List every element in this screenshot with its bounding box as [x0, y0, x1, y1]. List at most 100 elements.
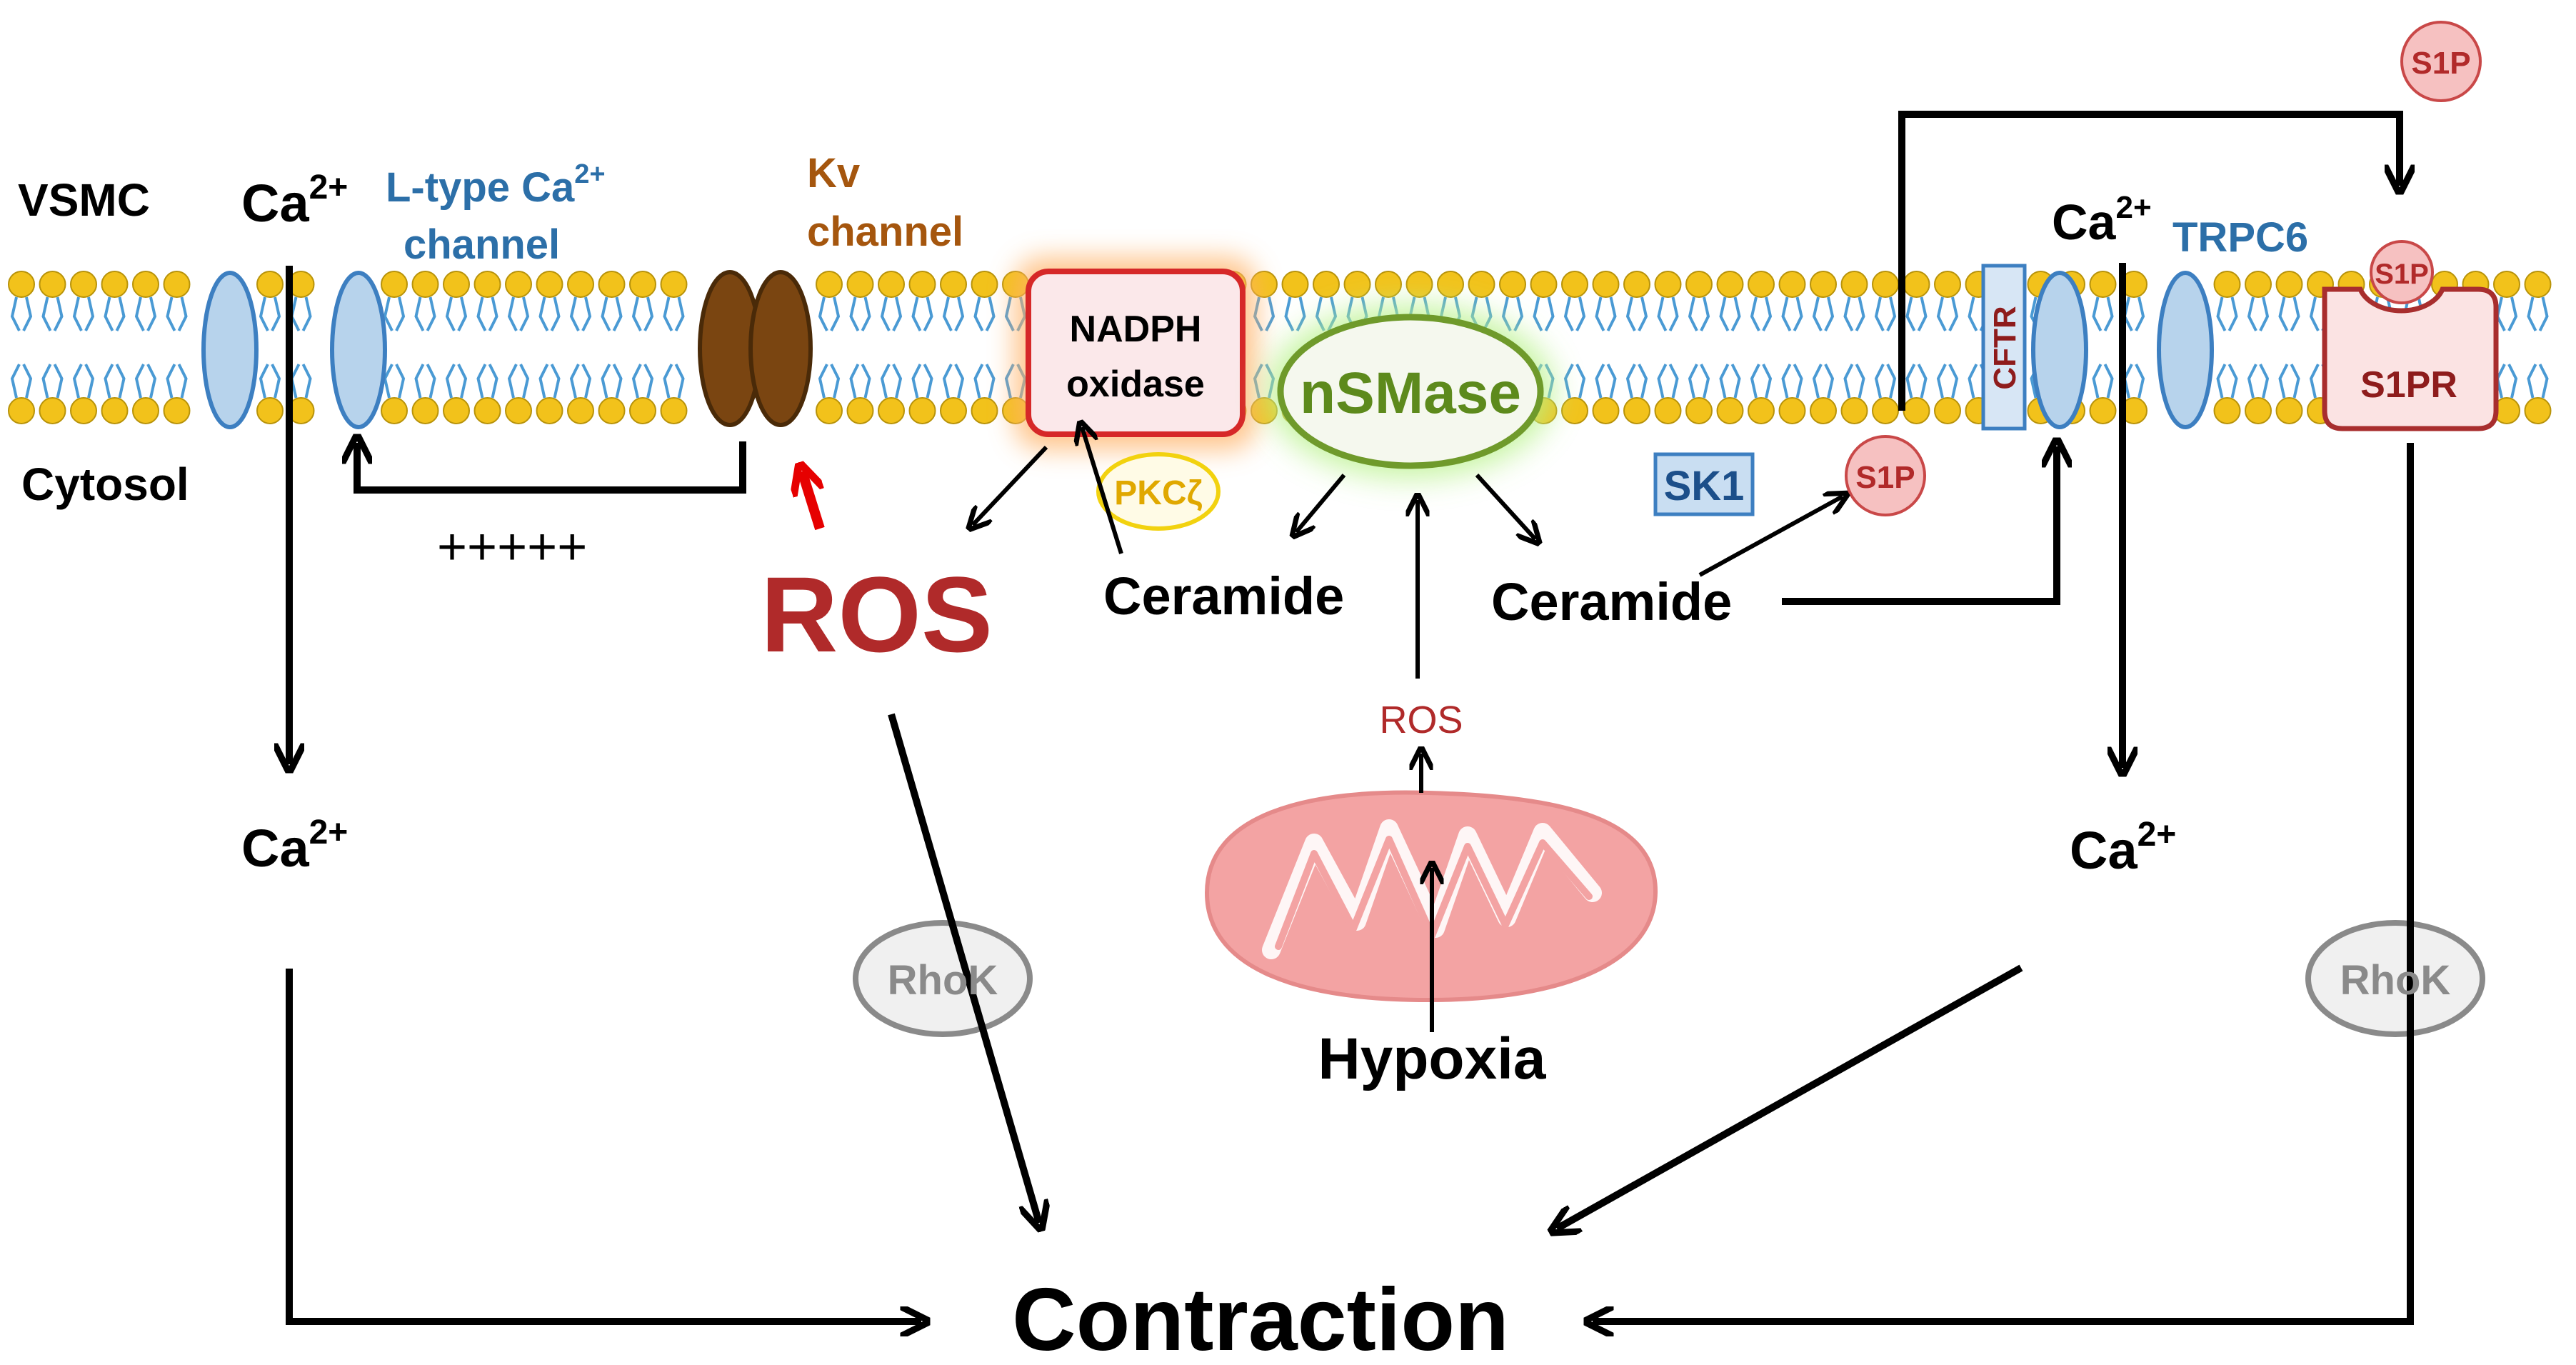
- kv-channel-subunit-right: [748, 270, 813, 427]
- lipid-head: [1437, 271, 1464, 298]
- lipid-head: [256, 271, 284, 298]
- lipid-head: [940, 271, 967, 298]
- lipid-head: [8, 397, 35, 424]
- pkc-zeta: [1096, 452, 1221, 531]
- red-arrow-kv-inhibition: [802, 471, 825, 531]
- lipid-head: [629, 271, 656, 298]
- lipid-head: [536, 271, 563, 298]
- lipid-head: [256, 397, 284, 424]
- label-rhok-right: RhoK: [2340, 957, 2451, 1004]
- arrow-ceramide-to-sk1-s1p: [1698, 496, 1843, 577]
- label-s1p-extracellular: S1P: [2411, 46, 2470, 81]
- ltype-calcium-channel: [330, 271, 387, 429]
- label-ca-top-right: Ca2+: [2052, 190, 2152, 250]
- lipid-head: [1343, 271, 1371, 298]
- lipid-head: [70, 271, 97, 298]
- lipid-head: [971, 397, 998, 424]
- lipid-head: [1561, 397, 1588, 424]
- lipid-head: [101, 271, 129, 298]
- label-sk1: SK1: [1664, 463, 1745, 509]
- lipid-head: [1903, 397, 1930, 424]
- lipid-head: [1592, 397, 1620, 424]
- lipid-head: [1716, 271, 1744, 298]
- label-nadph-line1: NADPH: [1070, 309, 1202, 350]
- lipid-head: [163, 397, 191, 424]
- lipid-head: [1872, 271, 1899, 298]
- label-cytosol: Cytosol: [21, 459, 189, 510]
- label-ltype-channel-line2: channel: [404, 221, 560, 268]
- lipid-head: [629, 397, 656, 424]
- arrow-ca-left-to-contraction: [286, 969, 921, 1321]
- lipid-head: [1592, 271, 1620, 298]
- lipid-head: [1840, 397, 1868, 424]
- lipid-head: [816, 397, 843, 424]
- arrow-nsmase-to-ceramide-right: [1475, 473, 1535, 539]
- lipid-head: [70, 397, 97, 424]
- label-pkc-zeta: PKCζ: [1114, 474, 1202, 512]
- arrow-nadph-to-ros: [973, 445, 1048, 525]
- lipid-head: [2245, 397, 2272, 424]
- cftr-channel: [2031, 271, 2088, 429]
- cftr-box: [1981, 264, 2027, 431]
- label-ca-top-left: Ca2+: [241, 169, 348, 233]
- lipid-head: [2245, 271, 2272, 298]
- lipid-head: [846, 397, 874, 424]
- lipid-head: [2089, 397, 2117, 424]
- label-contraction: Contraction: [1012, 1271, 1509, 1365]
- rhok-right: [2305, 920, 2485, 1037]
- lipid-head: [1872, 397, 1899, 424]
- label-ca-mid-left: Ca2+: [241, 814, 348, 878]
- lipid-head: [1748, 397, 1775, 424]
- lipid-head: [1654, 397, 1682, 424]
- lipid-head: [1499, 271, 1526, 298]
- lipid-head: [1840, 271, 1868, 298]
- lipid-head: [1716, 397, 1744, 424]
- lipid-head: [846, 271, 874, 298]
- lipid-head: [878, 271, 905, 298]
- lipid-head: [971, 271, 998, 298]
- label-nadph-line2: oxidase: [1066, 364, 1205, 405]
- lipid-head: [1778, 271, 1806, 298]
- lipid-head: [940, 397, 967, 424]
- arrow-s1pr-to-contraction: [1593, 443, 2414, 1321]
- label-ltype-channel-line1: L-type Ca2+: [386, 159, 606, 211]
- lipid-head: [567, 271, 594, 298]
- lipid-head: [598, 397, 626, 424]
- lipid-head: [443, 271, 470, 298]
- lipid-head: [908, 271, 936, 298]
- lipid-head: [443, 397, 470, 424]
- lipid-head: [1530, 271, 1558, 298]
- lipid-head: [505, 397, 532, 424]
- lipid-head: [381, 271, 408, 298]
- lipid-head: [2213, 397, 2241, 424]
- lipid-head: [132, 397, 159, 424]
- s1p-receptor: [2322, 286, 2499, 431]
- arrow-nsmase-to-ceramide-left: [1296, 474, 1346, 532]
- lipid-head: [1778, 397, 1806, 424]
- lipid-head: [598, 271, 626, 298]
- label-ca-mid-right: Ca2+: [2070, 816, 2176, 880]
- arrow-ceramide-to-cftr: [1782, 446, 2057, 605]
- label-s1p-cytosolic: S1P: [1855, 460, 1915, 495]
- label-kv-channel-line2: channel: [807, 209, 963, 255]
- label-ceramide-right: Ceramide: [1491, 572, 1732, 631]
- lipid-head: [1313, 271, 1340, 298]
- arrow-ceramide-to-nadph: [1082, 427, 1123, 554]
- lipid-head: [1748, 271, 1775, 298]
- lipid-head: [411, 397, 439, 424]
- lipid-head: [1810, 397, 1837, 424]
- label-s1p-bound: S1P: [2375, 259, 2429, 290]
- lipid-head: [2493, 271, 2520, 298]
- arrow-s1p-export-to-receptor: [1898, 111, 2400, 411]
- label-s1pr: S1PR: [2360, 364, 2457, 406]
- lipid-head: [1810, 271, 1837, 298]
- lipid-head: [473, 271, 501, 298]
- lipid-head: [1623, 271, 1650, 298]
- lipid-head: [1561, 271, 1588, 298]
- lipid-head: [536, 397, 563, 424]
- lipid-head: [39, 397, 66, 424]
- label-depolarization-plus: +++++: [437, 519, 587, 576]
- lipid-head: [908, 397, 936, 424]
- lipid-head: [132, 271, 159, 298]
